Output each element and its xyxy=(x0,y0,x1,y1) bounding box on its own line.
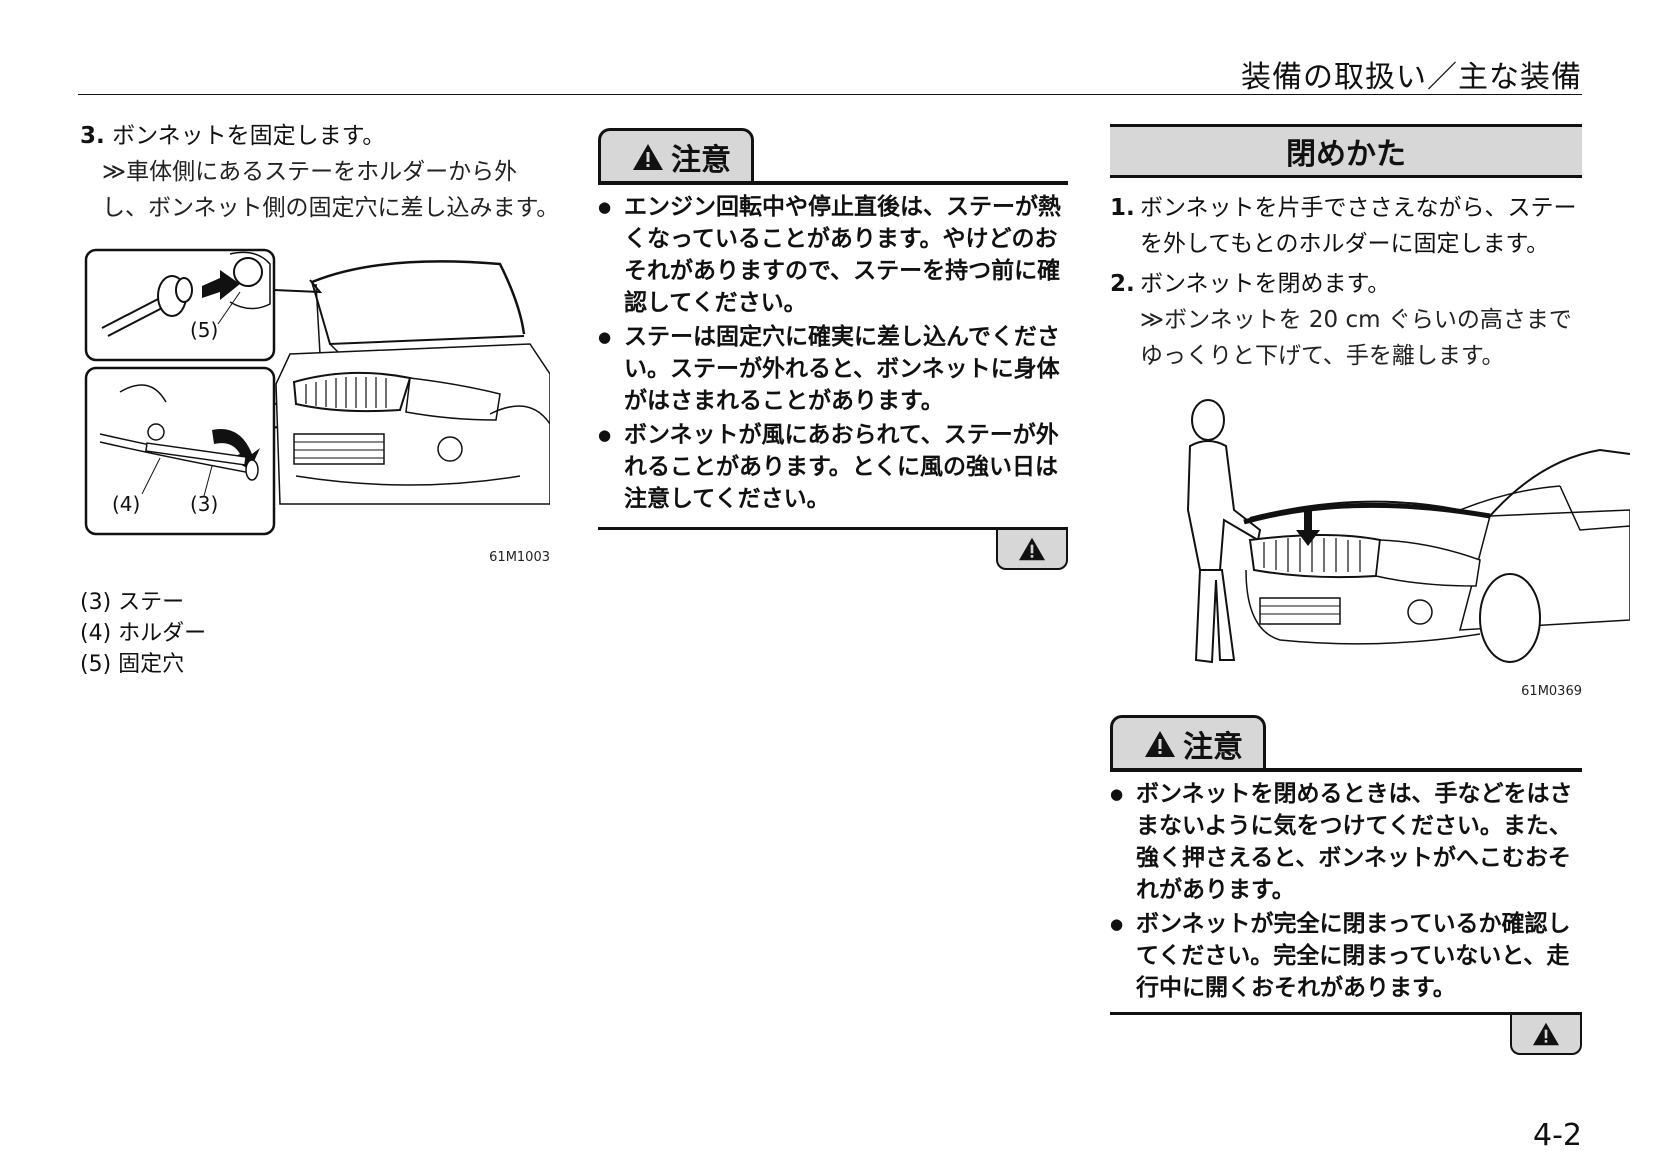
step-3-detail: ≫車体側にあるステーをホルダーから外し、ボンネット側の固定穴に差し込みます。 xyxy=(102,159,560,221)
figure-stay-holder: (5) (4) (3) xyxy=(80,244,550,544)
step-text: ボンネットを固定します。 xyxy=(112,123,386,149)
figure-code: 61M1003 xyxy=(489,550,550,565)
caution-footer xyxy=(598,527,1068,572)
step-number: 3. xyxy=(80,123,105,149)
warning-triangle-icon xyxy=(633,144,663,170)
caution-list: ボンネットを閉めるときは、手などをはさまないように気をつけてください。また、強く… xyxy=(1110,778,1582,1004)
caution-item: ステーは固定穴に確実に差し込んでください。ステーが外れると、ボンネットに身体がは… xyxy=(598,321,1068,417)
step-2-detail: ≫ボンネットを 20 cm ぐらいの高さまでゆっくりと下げて、手を離します。 xyxy=(1140,307,1572,369)
caution-rule xyxy=(598,181,1068,185)
right-column: 閉めかた 1. ボンネットを片手でささえながら、ステーを外してもとのホルダーに固… xyxy=(1110,124,1630,1057)
caution-title: 注意 xyxy=(1183,730,1243,765)
caution-header: 注意 xyxy=(598,128,754,181)
callout-4: (4) xyxy=(112,492,141,516)
callout-5: (5) xyxy=(190,318,219,342)
step-1: 1. ボンネットを片手でささえながら、ステーを外してもとのホルダーに固定します。 xyxy=(1110,190,1582,262)
warning-end-marker xyxy=(996,530,1068,570)
caution-item: エンジン回転中や停止直後は、ステーが熱くなっていることがあります。やけどのおそれ… xyxy=(598,191,1068,319)
warning-triangle-icon xyxy=(1019,537,1045,561)
left-column: 3. ボンネットを固定します。 ≫車体側にあるステーをホルダーから外し、ボンネッ… xyxy=(80,118,560,680)
caution-item: ボンネットが風にあおられて、ステーが外れることがあります。とくに風の強い日は注意… xyxy=(598,419,1068,515)
caution-title: 注意 xyxy=(671,143,731,178)
caution-footer xyxy=(1110,1012,1582,1057)
caution-box-1: 注意 エンジン回転中や停止直後は、ステーが熱くなっていることがあります。やけどの… xyxy=(598,128,1068,572)
step-2: 2. ボンネットを閉めます。 xyxy=(1110,266,1582,302)
page-header-title: 装備の取扱い／主な装備 xyxy=(1241,60,1582,95)
closing-hood-illustration xyxy=(1186,399,1630,664)
caution-header: 注意 xyxy=(1110,715,1266,768)
callout-3: (3) xyxy=(190,492,219,516)
header-rule xyxy=(78,94,1582,95)
warning-end-marker xyxy=(1510,1015,1582,1055)
legend-list: (3) ステー (4) ホルダー (5) 固定穴 xyxy=(80,587,560,680)
caution-item: ボンネットが完全に閉まっているか確認してください。完全に閉まっていないと、走行中… xyxy=(1110,908,1582,1004)
legend-item: (5) 固定穴 xyxy=(80,652,185,677)
step-text: ボンネットを片手でささえながら、ステーを外してもとのホルダーに固定します。 xyxy=(1140,195,1577,257)
legend-item: (4) ホルダー xyxy=(80,621,207,646)
caution-list: エンジン回転中や停止直後は、ステーが熱くなっていることがあります。やけどのおそれ… xyxy=(598,191,1068,515)
legend-item: (3) ステー xyxy=(80,590,185,615)
page-number: 4-2 xyxy=(1533,1118,1582,1153)
warning-triangle-icon xyxy=(1533,1022,1559,1046)
step-3: 3. ボンネットを固定します。 xyxy=(80,118,560,154)
figure-code: 61M0369 xyxy=(1521,684,1582,699)
section-title: 閉めかた xyxy=(1110,124,1582,178)
caution-box-2: 注意 ボンネットを閉めるときは、手などをはさまないように気をつけてください。また… xyxy=(1110,715,1582,1057)
caution-rule xyxy=(1110,768,1582,772)
step-number: 2. xyxy=(1110,271,1135,297)
caution-item: ボンネットを閉めるときは、手などをはさまないように気をつけてください。また、強く… xyxy=(1110,778,1582,906)
warning-triangle-icon xyxy=(1145,731,1175,757)
stay-illustration xyxy=(84,248,550,536)
step-number: 1. xyxy=(1110,195,1135,221)
step-text: ボンネットを閉めます。 xyxy=(1140,271,1391,297)
